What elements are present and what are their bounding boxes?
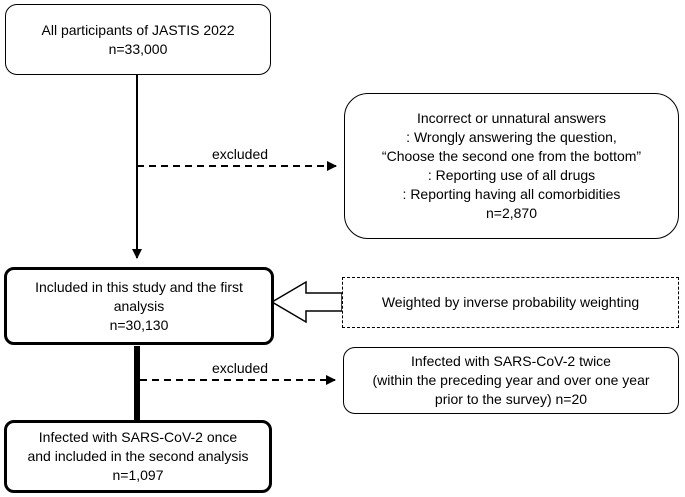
all-participants-label: All participants of JASTIS 2022 <box>41 21 235 38</box>
included-first-analysis-box: Included in this study and the first ana… <box>4 267 274 345</box>
excluded-incorrect-box: Incorrect or unnatural answers : Wrongly… <box>344 93 679 239</box>
excluded-incorrect-title: Incorrect or unnatural answers <box>416 110 607 126</box>
excluded-incorrect-reason-2: : Reporting use of all drugs <box>427 167 596 183</box>
excluded-incorrect-reason-3: : Reporting having all comorbidities <box>402 186 621 202</box>
excluded-incorrect-reason-1: : Wrongly answering the question, <box>406 129 617 145</box>
included-second-label-2: and included in the second analysis <box>27 448 249 464</box>
all-participants-box: All participants of JASTIS 2022 n=33,000 <box>5 4 271 75</box>
weighting-label: Weighted by inverse probability weightin… <box>381 294 640 310</box>
included-first-label-2: analysis <box>113 297 165 314</box>
excluded-edge-label-2: excluded <box>212 360 269 376</box>
included-first-label-1: Included in this study and the first <box>35 278 243 295</box>
excluded-incorrect-count: n=2,870 <box>486 205 537 221</box>
included-second-count: n=1,097 <box>112 467 164 483</box>
weighting-hollow-arrow <box>270 280 343 324</box>
excluded-incorrect-reason-1b: “Choose the second one from the bottom” <box>381 148 642 164</box>
included-second-label-1: Infected with SARS-CoV-2 once <box>38 429 238 445</box>
weighting-box: Weighted by inverse probability weightin… <box>342 277 679 328</box>
excluded-twice-detail-2: prior to the survey) n=20 <box>434 391 588 407</box>
included-second-analysis-box: Infected with SARS-CoV-2 once and includ… <box>4 420 272 493</box>
excluded-twice-detail-1: (within the preceding year and over one … <box>372 372 650 388</box>
excluded-edge-label-1: excluded <box>212 146 269 162</box>
excluded-twice-title: Infected with SARS-CoV-2 twice <box>411 353 611 369</box>
included-first-count: n=30,130 <box>109 316 169 333</box>
excluded-twice-box: Infected with SARS-CoV-2 twice (within t… <box>343 347 679 414</box>
all-participants-count: n=33,000 <box>108 40 168 57</box>
